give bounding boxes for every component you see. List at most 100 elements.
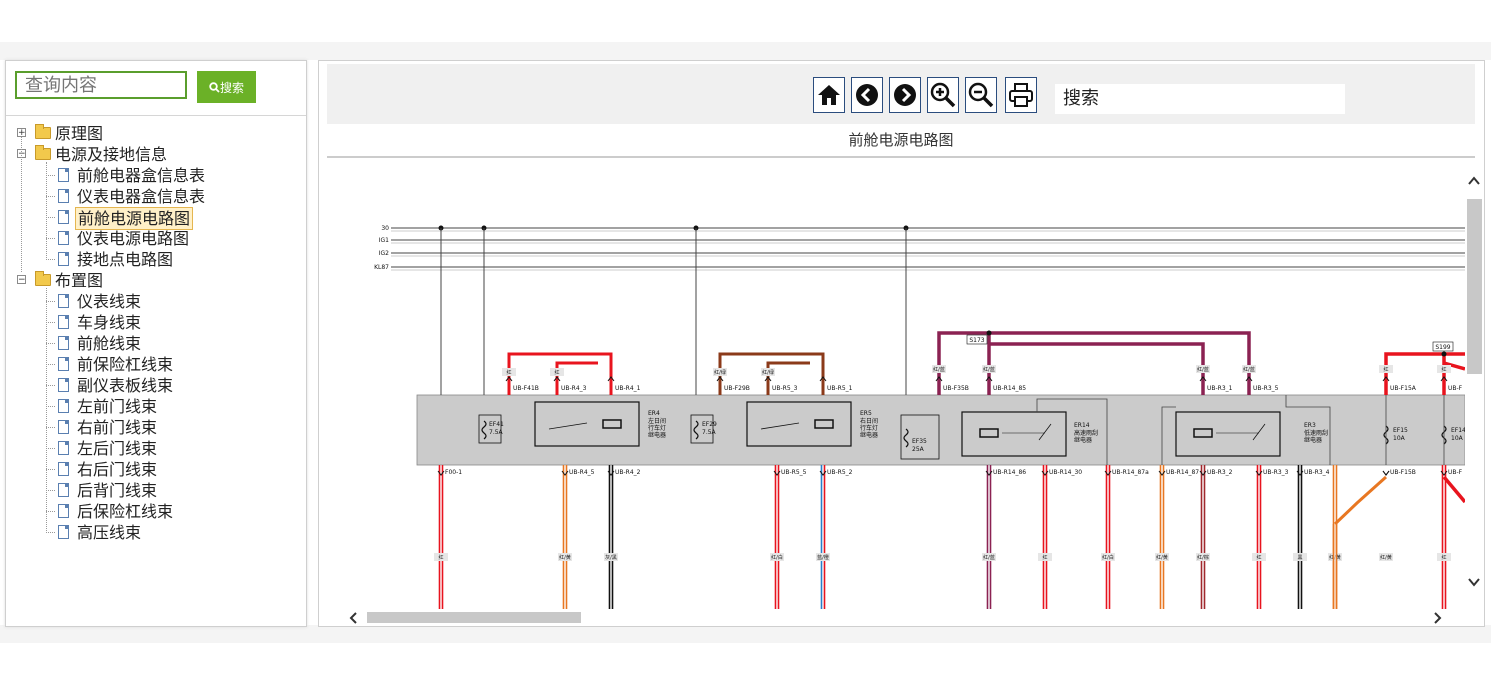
search-button[interactable]: 搜索 <box>197 71 256 103</box>
search-icon <box>209 81 220 93</box>
wire <box>989 342 1205 395</box>
pin-arrow <box>764 376 772 382</box>
relay-label: ER14 <box>1074 422 1090 429</box>
document-icon <box>58 252 69 266</box>
relay-contact <box>1038 423 1052 441</box>
search-input[interactable] <box>15 71 187 99</box>
pin-label: UB-R14_87 <box>1166 469 1199 476</box>
folder-icon <box>35 145 51 160</box>
wire-color-label: 红/棕 <box>1197 554 1209 561</box>
scroll-left-icon[interactable] <box>349 612 357 624</box>
pin-label: UB-R4_2 <box>615 469 641 476</box>
relay-box <box>1175 411 1281 457</box>
relay-box <box>746 401 852 447</box>
scroll-right-icon[interactable] <box>1434 612 1442 624</box>
tree-item-label: 后保险杠线束 <box>77 502 174 521</box>
pin-arrow <box>819 470 827 476</box>
pin-label: UB-R14_30 <box>1049 469 1082 476</box>
pin-arrow <box>1041 470 1049 476</box>
pin-arrow <box>1440 376 1448 382</box>
pin-label: UB-R5_3 <box>772 385 798 392</box>
fuse-label: 10A <box>1451 435 1464 442</box>
document-icon <box>58 336 69 350</box>
wire-color-label: 红 <box>1042 554 1047 561</box>
pin-arrow <box>553 376 561 382</box>
document-search-input[interactable]: 搜索 <box>1055 84 1345 114</box>
fuse-symbol <box>693 420 699 440</box>
zoom-out-button[interactable] <box>965 77 997 113</box>
wire-color-label: 红/黄 <box>1380 554 1392 561</box>
vertical-scroll-thumb[interactable] <box>1467 199 1482 374</box>
relay-box <box>961 411 1067 457</box>
wire <box>1161 406 1176 465</box>
pin-arrow <box>1382 376 1390 382</box>
document-icon <box>58 378 69 392</box>
prev-button[interactable] <box>851 77 883 113</box>
tree-item-label: 前舱电源电路图 <box>75 207 194 230</box>
pin-label: UB-F15B <box>1390 469 1416 476</box>
home-button[interactable] <box>813 77 845 113</box>
pin-arrow <box>716 376 724 382</box>
wire-color-tag <box>1252 553 1266 561</box>
relay-label: ER5 <box>860 410 872 417</box>
tree-item-label: 前舱电器盒信息表 <box>77 166 206 185</box>
tree-item-label: 副仪表板线束 <box>77 376 174 395</box>
tree-item-label: 车身线束 <box>77 313 142 332</box>
bus-label: KL87 <box>374 264 389 271</box>
horizontal-scrollbar[interactable] <box>327 609 1465 625</box>
next-button[interactable] <box>889 77 921 113</box>
print-button[interactable] <box>1005 77 1037 113</box>
tree-item-label: 仪表线束 <box>77 292 142 311</box>
tree-group-label: 布置图 <box>55 271 104 290</box>
document-icon <box>58 441 69 455</box>
pin-label: UB-F35B <box>943 385 969 392</box>
pin-label: UB-R3_5 <box>1253 385 1279 392</box>
vertical-scrollbar[interactable] <box>1465 159 1484 609</box>
splice-box <box>966 334 988 345</box>
relay-label: ER3 <box>1304 422 1316 429</box>
tree-item-label: 仪表电器盒信息表 <box>77 187 206 206</box>
fuse-label: 10A <box>1393 435 1406 442</box>
fuse-outline <box>900 414 940 460</box>
bottom-band <box>0 625 1491 643</box>
wire-color-label: 黑 <box>1297 555 1302 561</box>
wire-color-tag <box>982 365 996 373</box>
wire-color-tag <box>1155 553 1169 561</box>
wire-color-tag <box>1437 553 1451 561</box>
wire-color-tag <box>816 553 830 561</box>
wire-color-label: 红 <box>438 554 443 561</box>
wire-color-tag <box>761 368 775 376</box>
relay-coil <box>1193 428 1213 438</box>
fuse-outline <box>690 414 714 444</box>
wire-color-tag <box>1437 365 1451 373</box>
horizontal-scroll-thumb[interactable] <box>367 612 581 623</box>
wire-color-label: 红/蓝 <box>1197 366 1209 373</box>
wire-color-label: 蓝/橙 <box>817 554 829 561</box>
document-icon <box>58 357 69 371</box>
wire-color-label: 红/黄 <box>559 554 571 561</box>
relay-label: 低速雨刮 <box>1304 429 1328 437</box>
home-icon <box>818 85 840 105</box>
relay-label: 继电器 <box>860 431 878 439</box>
pin-label: UB-R3_3 <box>1263 469 1289 476</box>
zoom-in-button[interactable] <box>927 77 959 113</box>
tree-item-label: 右后门线束 <box>77 460 158 479</box>
scroll-up-icon[interactable] <box>1468 176 1480 185</box>
collapse-icon[interactable]: − <box>17 275 26 285</box>
wire-color-label: 红/蓝 <box>1243 366 1255 373</box>
pin-arrow <box>1158 470 1166 476</box>
wire-color-tag <box>1379 553 1393 561</box>
document-icon <box>58 462 69 476</box>
search-area: 搜索 <box>6 61 306 116</box>
tree-item-label: 前保险杠线束 <box>77 355 174 374</box>
pin-label: UB-R4_3 <box>561 385 587 392</box>
tree-item-label: 高压线束 <box>77 523 142 542</box>
relay-contact <box>548 422 588 430</box>
scroll-down-icon[interactable] <box>1468 578 1480 587</box>
relay-label: 左日间 <box>648 417 666 425</box>
expand-icon[interactable]: + <box>17 128 26 138</box>
pin-arrow <box>1255 470 1263 476</box>
relay-coil <box>979 428 999 438</box>
search-button-label: 搜索 <box>219 80 244 95</box>
